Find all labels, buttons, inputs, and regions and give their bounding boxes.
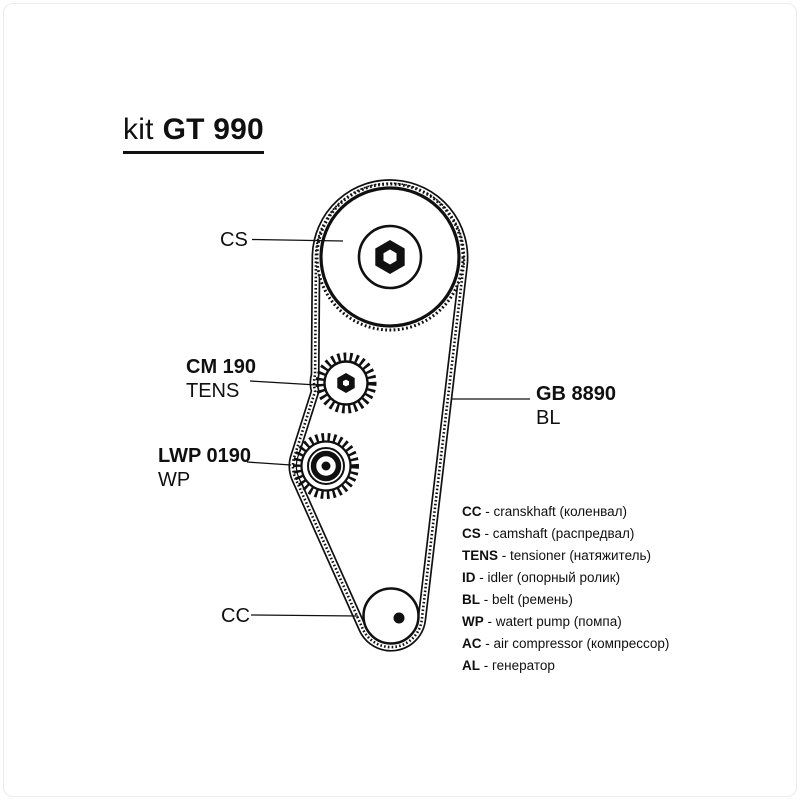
- water-pump-bearing-ring: [310, 450, 342, 482]
- legend-abbr: CC: [462, 504, 482, 519]
- legend-row: ID - idler (опорный ролик): [462, 567, 669, 589]
- belt-name: BL: [536, 407, 561, 429]
- crankshaft-body: [362, 587, 420, 645]
- tensioner-name: TENS: [186, 380, 240, 402]
- legend: CC - cranskhaft (коленвал) CS - camshaft…: [462, 501, 669, 677]
- camshaft-pulley: [315, 182, 465, 332]
- water-pump-center: [321, 461, 331, 471]
- legend-row: WP - watert pump (помпа): [462, 611, 669, 633]
- water-pump-leader-line: [246, 461, 292, 466]
- legend-row: CS - camshaft (распредвал): [462, 523, 669, 545]
- water-pump-label: LWP 0190 WP: [158, 444, 251, 492]
- tensioner-label: CM 190 TENS: [186, 355, 256, 403]
- legend-desc: - tensioner (натяжитель): [501, 548, 652, 563]
- legend-abbr: ID: [462, 570, 476, 585]
- legend-abbr: BL: [462, 592, 480, 607]
- water-pump-pulley: [293, 433, 359, 499]
- crankshaft-pulley: [362, 587, 420, 645]
- legend-abbr: TENS: [462, 548, 499, 563]
- crankshaft-leader-line: [250, 614, 359, 617]
- timing-belt: [288, 179, 469, 652]
- crankshaft-key-dot: [393, 612, 405, 624]
- leader-lines: [246, 238, 530, 617]
- tensioner-hex-hole: [343, 379, 349, 387]
- legend-desc: - belt (ремень): [483, 592, 573, 607]
- legend-abbr: AL: [462, 658, 480, 673]
- legend-row: BL - belt (ремень): [462, 589, 669, 611]
- kit-title: kit GT 990: [123, 113, 264, 154]
- legend-row: TENS - tensioner (натяжитель): [462, 545, 669, 567]
- legend-abbr: WP: [462, 614, 484, 629]
- water-pump-outer-ring: [307, 447, 345, 485]
- camshaft-hex-hole: [383, 249, 397, 265]
- legend-desc: - watert pump (помпа): [487, 614, 622, 629]
- legend-abbr: CS: [462, 526, 481, 541]
- legend-desc: - генератор: [483, 658, 555, 673]
- kit-title-model: GT 990: [162, 113, 264, 146]
- kit-title-prefix: kit: [123, 113, 154, 146]
- belt-teeth: [291, 182, 466, 649]
- legend-row: CC - cranskhaft (коленвал): [462, 501, 669, 523]
- legend-desc: - air compressor (компрессор): [485, 636, 670, 651]
- tensioner-roller: [315, 352, 377, 414]
- tensioner-part-number: CM 190: [186, 356, 257, 378]
- crankshaft-label: CC: [221, 605, 250, 627]
- belt-part-number: GB 8890: [536, 383, 617, 405]
- tensioner-leader-line: [249, 380, 318, 386]
- legend-row: AL - генератор: [462, 655, 669, 677]
- camshaft-leader-line: [251, 238, 344, 242]
- legend-desc: - idler (опорный ролик): [479, 570, 621, 585]
- legend-abbr: AC: [462, 636, 482, 651]
- water-pump-part-number: LWP 0190: [158, 445, 252, 467]
- legend-desc: - camshaft (распредвал): [484, 526, 635, 541]
- camshaft-label: CS: [220, 229, 248, 251]
- water-pump-name: WP: [158, 469, 191, 491]
- legend-desc: - cranskhaft (коленвал): [485, 504, 628, 519]
- legend-row: AC - air compressor (компрессор): [462, 633, 669, 655]
- belt-label: GB 8890 BL: [536, 382, 616, 430]
